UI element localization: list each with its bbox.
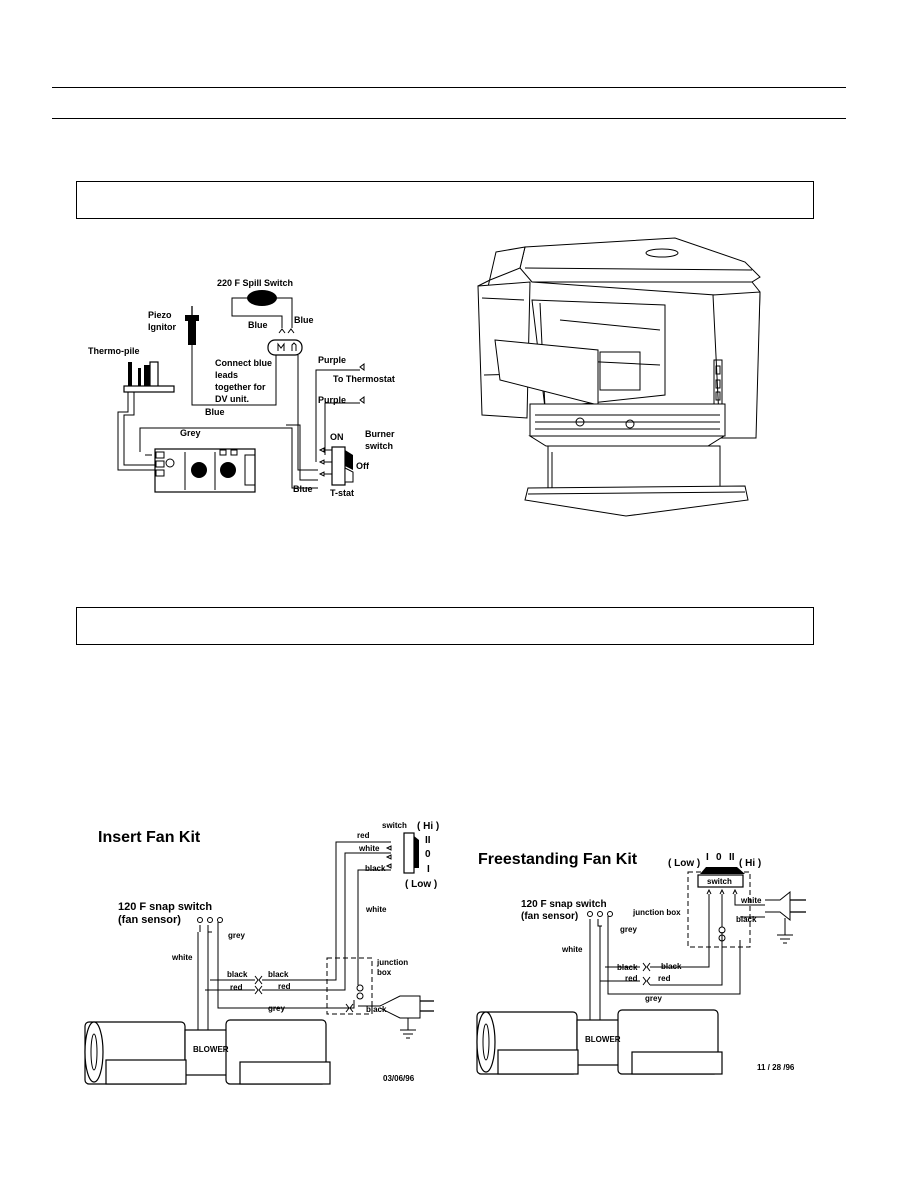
freestanding-snap-switch-icon: [587, 911, 613, 927]
piezo-label: Piezo: [148, 310, 172, 320]
insert-black-plug: black: [366, 1005, 387, 1014]
insert-pos-i: I: [427, 864, 430, 875]
insert-red-top: red: [357, 831, 370, 840]
freestanding-junction-box: [687, 871, 751, 948]
blue-label-1: Blue: [248, 320, 268, 330]
connect-label-4: DV unit.: [215, 394, 249, 404]
insert-white-top: white: [358, 844, 380, 853]
insert-blower-label: BLOWER: [193, 1045, 229, 1054]
piezo-ignitor-icon: [185, 306, 199, 345]
blue-label-3: Blue: [205, 407, 225, 417]
header-rule-bottom: [52, 118, 846, 119]
freestanding-red-left: red: [625, 974, 638, 983]
freestanding-black-right: black: [661, 962, 682, 971]
insert-switch-icon: [385, 832, 419, 874]
insert-grey-2: grey: [268, 1004, 285, 1013]
freestanding-low-label: ( Low ): [668, 858, 700, 869]
freestanding-blower-icon: [476, 1009, 723, 1075]
freestanding-switch-label: switch: [707, 877, 732, 886]
insert-switch-label: switch: [382, 821, 407, 830]
freestanding-snap-label-2: (fan sensor): [521, 911, 578, 922]
insert-black-top: black: [365, 864, 386, 873]
burner-switch-icon: [318, 446, 354, 486]
freestanding-snap-label-1: 120 F snap switch: [521, 899, 607, 910]
purple-label-2: Purple: [318, 395, 346, 405]
ignitor-label: Ignitor: [148, 322, 176, 332]
header-rule-top: [52, 87, 846, 88]
freestanding-grey-1: grey: [620, 925, 637, 934]
insert-black-left: black: [227, 970, 248, 979]
connect-label-1: Connect blue: [215, 358, 272, 368]
caption-box-middle: [76, 607, 814, 645]
insert-red-right: red: [278, 982, 291, 991]
freestanding-black-plug: black: [736, 915, 757, 924]
burner-label-1: Burner: [365, 429, 395, 439]
insert-hi-label: ( Hi ): [417, 821, 439, 832]
connect-label-3: together for: [215, 382, 266, 392]
insert-snap-label-2: (fan sensor): [118, 914, 181, 926]
insert-low-label: ( Low ): [405, 879, 437, 890]
freestanding-title: Freestanding Fan Kit: [478, 851, 638, 868]
freestanding-white-left: white: [561, 945, 583, 954]
insert-junction-2: box: [377, 968, 392, 977]
insert-pos-ii: II: [425, 835, 431, 846]
insert-white-vertical: white: [365, 905, 387, 914]
blue-label-2: Blue: [294, 315, 314, 325]
freestanding-pos-0: 0: [716, 852, 722, 863]
spill-switch-icon: [245, 290, 279, 306]
freestanding-junction-label: junction box: [632, 908, 681, 917]
thermopile-icon: [123, 361, 175, 393]
insert-date: 03/06/96: [383, 1074, 415, 1083]
freestanding-grey-2: grey: [645, 994, 662, 1003]
freestanding-switch-icon: [697, 867, 745, 895]
on-label: ON: [330, 432, 344, 442]
freestanding-red-right: red: [658, 974, 671, 983]
caption-box-top: [76, 181, 814, 219]
freestanding-date: 11 / 28 /96: [757, 1063, 795, 1072]
off-label: Off: [356, 461, 370, 471]
spill-switch-label: 220 F Spill Switch: [217, 278, 293, 288]
insert-title: Insert Fan Kit: [98, 829, 201, 846]
purple-label-1: Purple: [318, 355, 346, 365]
freestanding-blower-label: BLOWER: [585, 1035, 621, 1044]
freestanding-plug-icon: [765, 890, 806, 944]
insert-snap-label-1: 120 F snap switch: [118, 901, 212, 913]
freestanding-black-left: black: [617, 963, 638, 972]
freestanding-pos-i: I: [706, 852, 709, 863]
gas-valve-body: [154, 448, 256, 493]
insert-pos-0: 0: [425, 849, 431, 860]
insert-black-right: black: [268, 970, 289, 979]
insert-plug-icon: [358, 995, 434, 1039]
freestanding-pos-ii: II: [729, 852, 735, 863]
connect-label-2: leads: [215, 370, 238, 380]
insert-grey-1: grey: [228, 931, 245, 940]
grey-label: Grey: [180, 428, 201, 438]
blue-label-4: Blue: [293, 484, 313, 494]
to-thermostat-label: To Thermostat: [333, 374, 395, 384]
insert-junction-1: junction: [376, 958, 408, 967]
insert-white-left: white: [171, 953, 193, 962]
insert-blower-icon: [84, 1019, 331, 1085]
freestanding-white-plug: white: [740, 896, 762, 905]
burner-label-2: switch: [365, 441, 393, 451]
freestanding-hi-label: ( Hi ): [739, 858, 761, 869]
insert-red-left: red: [230, 983, 243, 992]
thermopile-label: Thermo-pile: [88, 346, 140, 356]
tstat-label: T-stat: [330, 488, 354, 498]
insert-junction-box: [326, 957, 373, 1015]
